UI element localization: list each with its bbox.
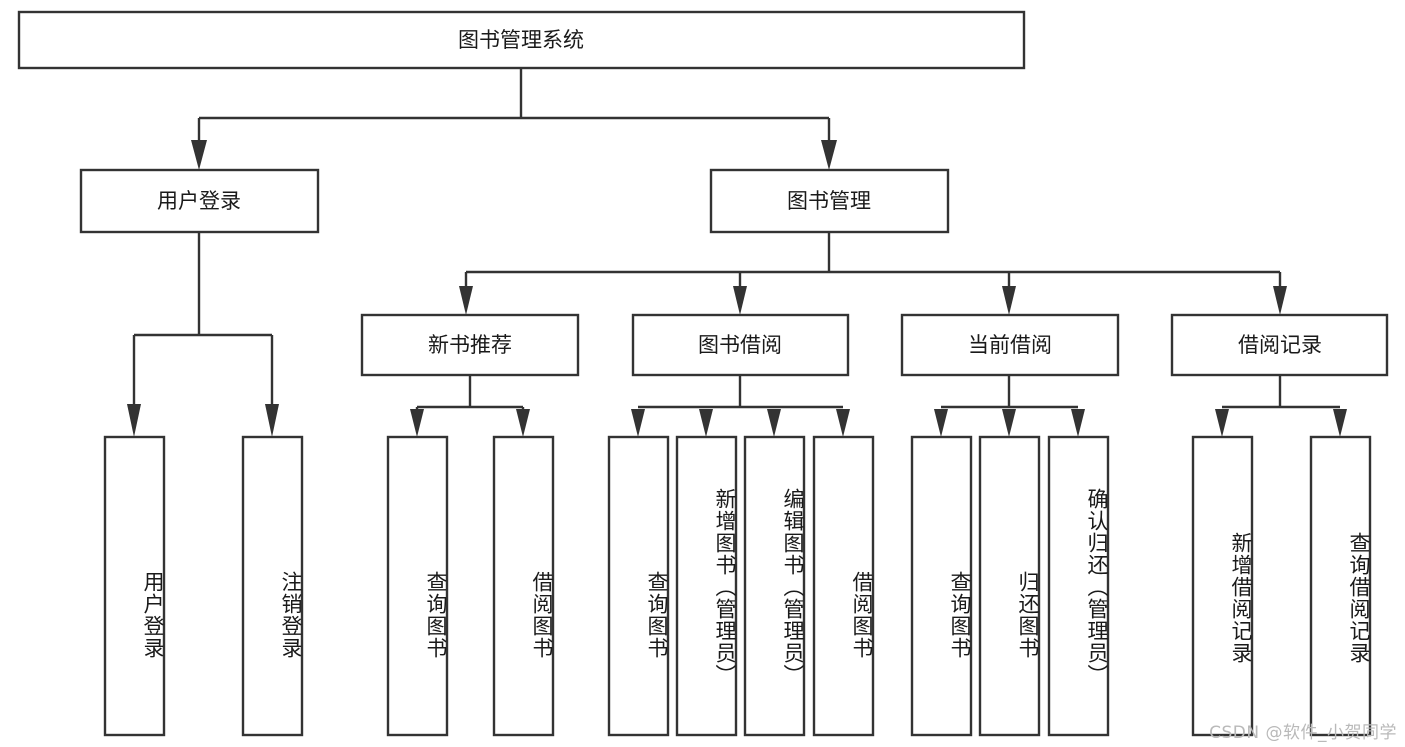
node-current-borrow[interactable]: 当前借阅 [900, 313, 1120, 377]
node-book-borrow-box[interactable] [631, 313, 850, 377]
node-user-login-label: 用户登录 [157, 189, 241, 213]
connector-group-book-borrow [631, 375, 850, 437]
arrow-head-book-manage [821, 140, 837, 170]
node-leaf-user-login-box[interactable] [103, 435, 166, 737]
node-book-manage-box[interactable] [709, 168, 950, 234]
arrow-head-leaf-add-book [699, 409, 713, 437]
node-book-borrow[interactable]: 图书借阅 [631, 313, 850, 377]
arrow-head-current-borrow [1002, 286, 1016, 315]
connector-group-new-book-recommend [410, 375, 530, 437]
arrow-head-user-login [191, 140, 207, 170]
node-user-login-box[interactable] [79, 168, 320, 234]
connector-group-borrow-record [1215, 375, 1347, 437]
arrow-head-leaf-user-login [127, 404, 141, 437]
node-leaf-query-book-2-box[interactable] [607, 435, 670, 737]
node-current-borrow-label: 当前借阅 [968, 333, 1052, 357]
arrow-head-leaf-user-logout [265, 404, 279, 437]
node-new-book-recommend-label: 新书推荐 [428, 333, 512, 357]
node-leaf-borrow-book-1-box[interactable] [492, 435, 555, 737]
node-leaf-user-logout-box[interactable] [241, 435, 304, 737]
node-root-label: 图书管理系统 [458, 28, 584, 52]
arrow-head-leaf-borrow-book-1 [516, 409, 530, 437]
arrow-head-leaf-edit-book [767, 409, 781, 437]
node-leaf-query-record-box[interactable] [1309, 435, 1372, 737]
arrow-head-leaf-query-book-3 [934, 409, 948, 437]
arrow-head-leaf-query-record [1333, 409, 1347, 437]
arrow-head-borrow-record [1273, 286, 1287, 315]
node-leaf-edit-book-box[interactable] [743, 435, 806, 737]
node-leaf-query-book-3-box[interactable] [910, 435, 973, 737]
watermark-text: CSDN @软件_小贺同学 [1209, 723, 1397, 743]
node-borrow-record-label: 借阅记录 [1238, 333, 1322, 357]
arrow-head-leaf-query-book-1 [410, 409, 424, 437]
node-leaf-add-book-box[interactable] [675, 435, 738, 737]
node-root-box[interactable] [17, 10, 1026, 70]
node-leaf-query-book-1-box[interactable] [386, 435, 449, 737]
arrow-head-leaf-confirm-return [1071, 409, 1085, 437]
node-book-manage[interactable]: 图书管理 [709, 168, 950, 234]
node-borrow-record[interactable]: 借阅记录 [1170, 313, 1389, 377]
connector-group-current-borrow [934, 375, 1085, 437]
node-new-book-recommend[interactable]: 新书推荐 [360, 313, 580, 377]
arrow-head-leaf-add-record [1215, 409, 1229, 437]
connector-group-user-login [127, 232, 279, 437]
arrow-head-book-borrow [733, 286, 747, 315]
node-leaf-return-book-box[interactable] [978, 435, 1041, 737]
arrow-head-leaf-return-book [1002, 409, 1016, 437]
node-new-book-recommend-box[interactable] [360, 313, 580, 377]
arrow-head-leaf-query-book-2 [631, 409, 645, 437]
arrow-head-new-book-recommend [459, 286, 473, 315]
node-leaf-add-record-box[interactable] [1191, 435, 1254, 737]
connector-group-book-manage [459, 232, 1287, 315]
arrow-head-leaf-borrow-book-2 [836, 409, 850, 437]
node-leaf-confirm-return-box[interactable] [1047, 435, 1110, 737]
node-borrow-record-box[interactable] [1170, 313, 1389, 377]
node-leaf-borrow-book-2-box[interactable] [812, 435, 875, 737]
node-root[interactable]: 图书管理系统 [17, 10, 1026, 70]
node-book-borrow-label: 图书借阅 [698, 333, 782, 357]
connector-group-root [191, 68, 837, 170]
node-current-borrow-box[interactable] [900, 313, 1120, 377]
node-book-manage-label: 图书管理 [787, 189, 871, 213]
node-user-login[interactable]: 用户登录 [79, 168, 320, 234]
